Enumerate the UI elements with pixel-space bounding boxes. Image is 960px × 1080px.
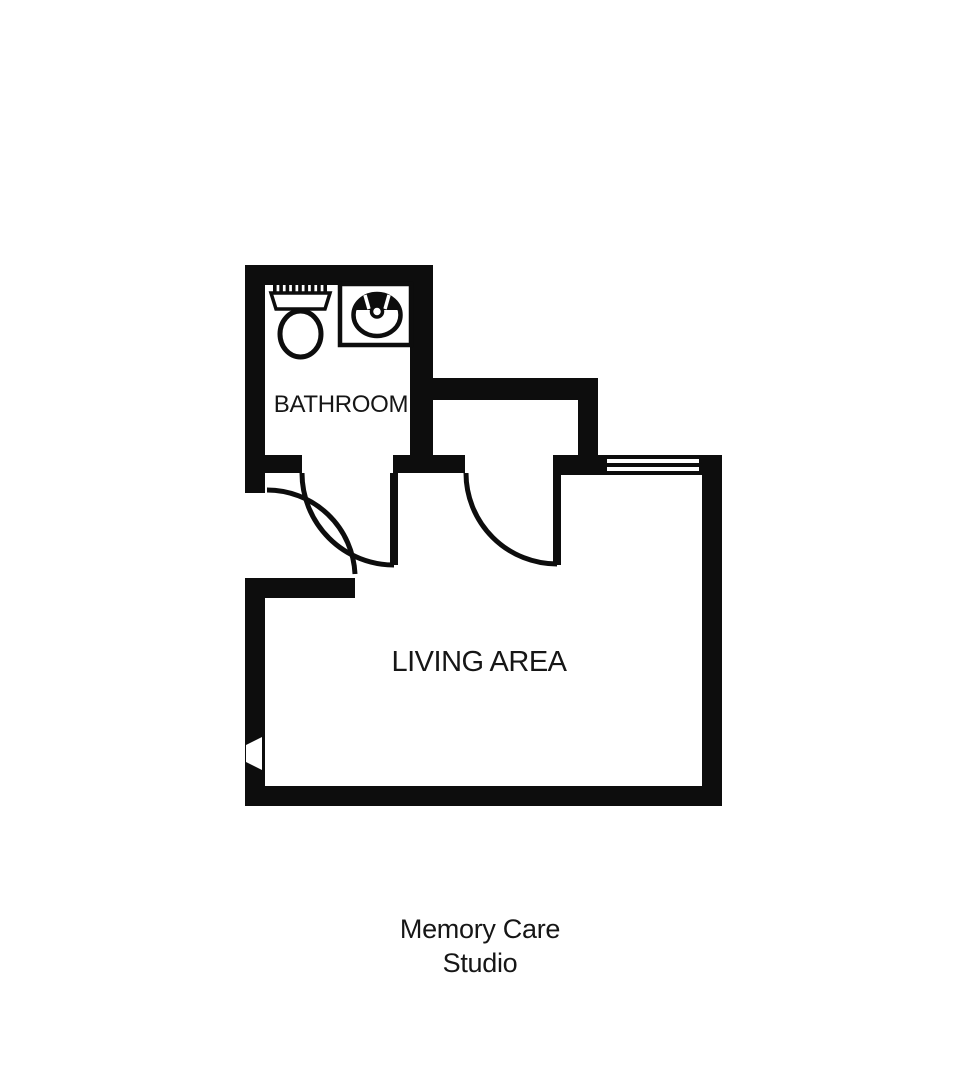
wall-segment: [410, 265, 433, 473]
left-wall-notch: [246, 737, 262, 770]
wall-segment: [578, 378, 598, 455]
toilet-icon: [268, 284, 333, 360]
wall-segment: [393, 455, 465, 473]
caption-line-1: Memory Care: [400, 914, 560, 944]
living-area-room: LIVING AREA: [245, 455, 722, 806]
closet-door-leaf: [553, 473, 561, 565]
bathroom-door-swing: [299, 472, 395, 568]
wall-segment: [428, 378, 598, 400]
toilet-tank: [268, 291, 333, 311]
bathroom-door-leaf: [390, 473, 398, 565]
sink-detail: [383, 294, 391, 310]
closet-door-swing: [463, 472, 558, 567]
wall-segment: [245, 265, 433, 285]
caption-line-2: Studio: [443, 948, 518, 978]
sink-drain: [369, 304, 385, 319]
wall-segment: [245, 578, 265, 806]
sink-detail: [363, 294, 371, 310]
window-symbol: [605, 455, 701, 475]
closet-room: [428, 378, 598, 455]
wall-segment: [553, 455, 607, 475]
toilet-tank-grill: [273, 284, 327, 297]
caption: Memory Care Studio: [400, 914, 561, 978]
wall-segment: [245, 265, 265, 493]
wall-segment: [245, 455, 302, 473]
doors: [266, 472, 561, 575]
wall-segment: [702, 455, 722, 806]
toilet-bowl: [277, 308, 324, 360]
bathroom-label: BATHROOM: [274, 391, 409, 418]
wall-segment: [245, 786, 722, 806]
bathroom-room: BATHROOM: [245, 265, 465, 493]
entry-door-swing: [266, 487, 358, 575]
wall-segment: [245, 578, 355, 598]
living-area-label: LIVING AREA: [391, 646, 567, 678]
sink-icon: [337, 281, 414, 348]
